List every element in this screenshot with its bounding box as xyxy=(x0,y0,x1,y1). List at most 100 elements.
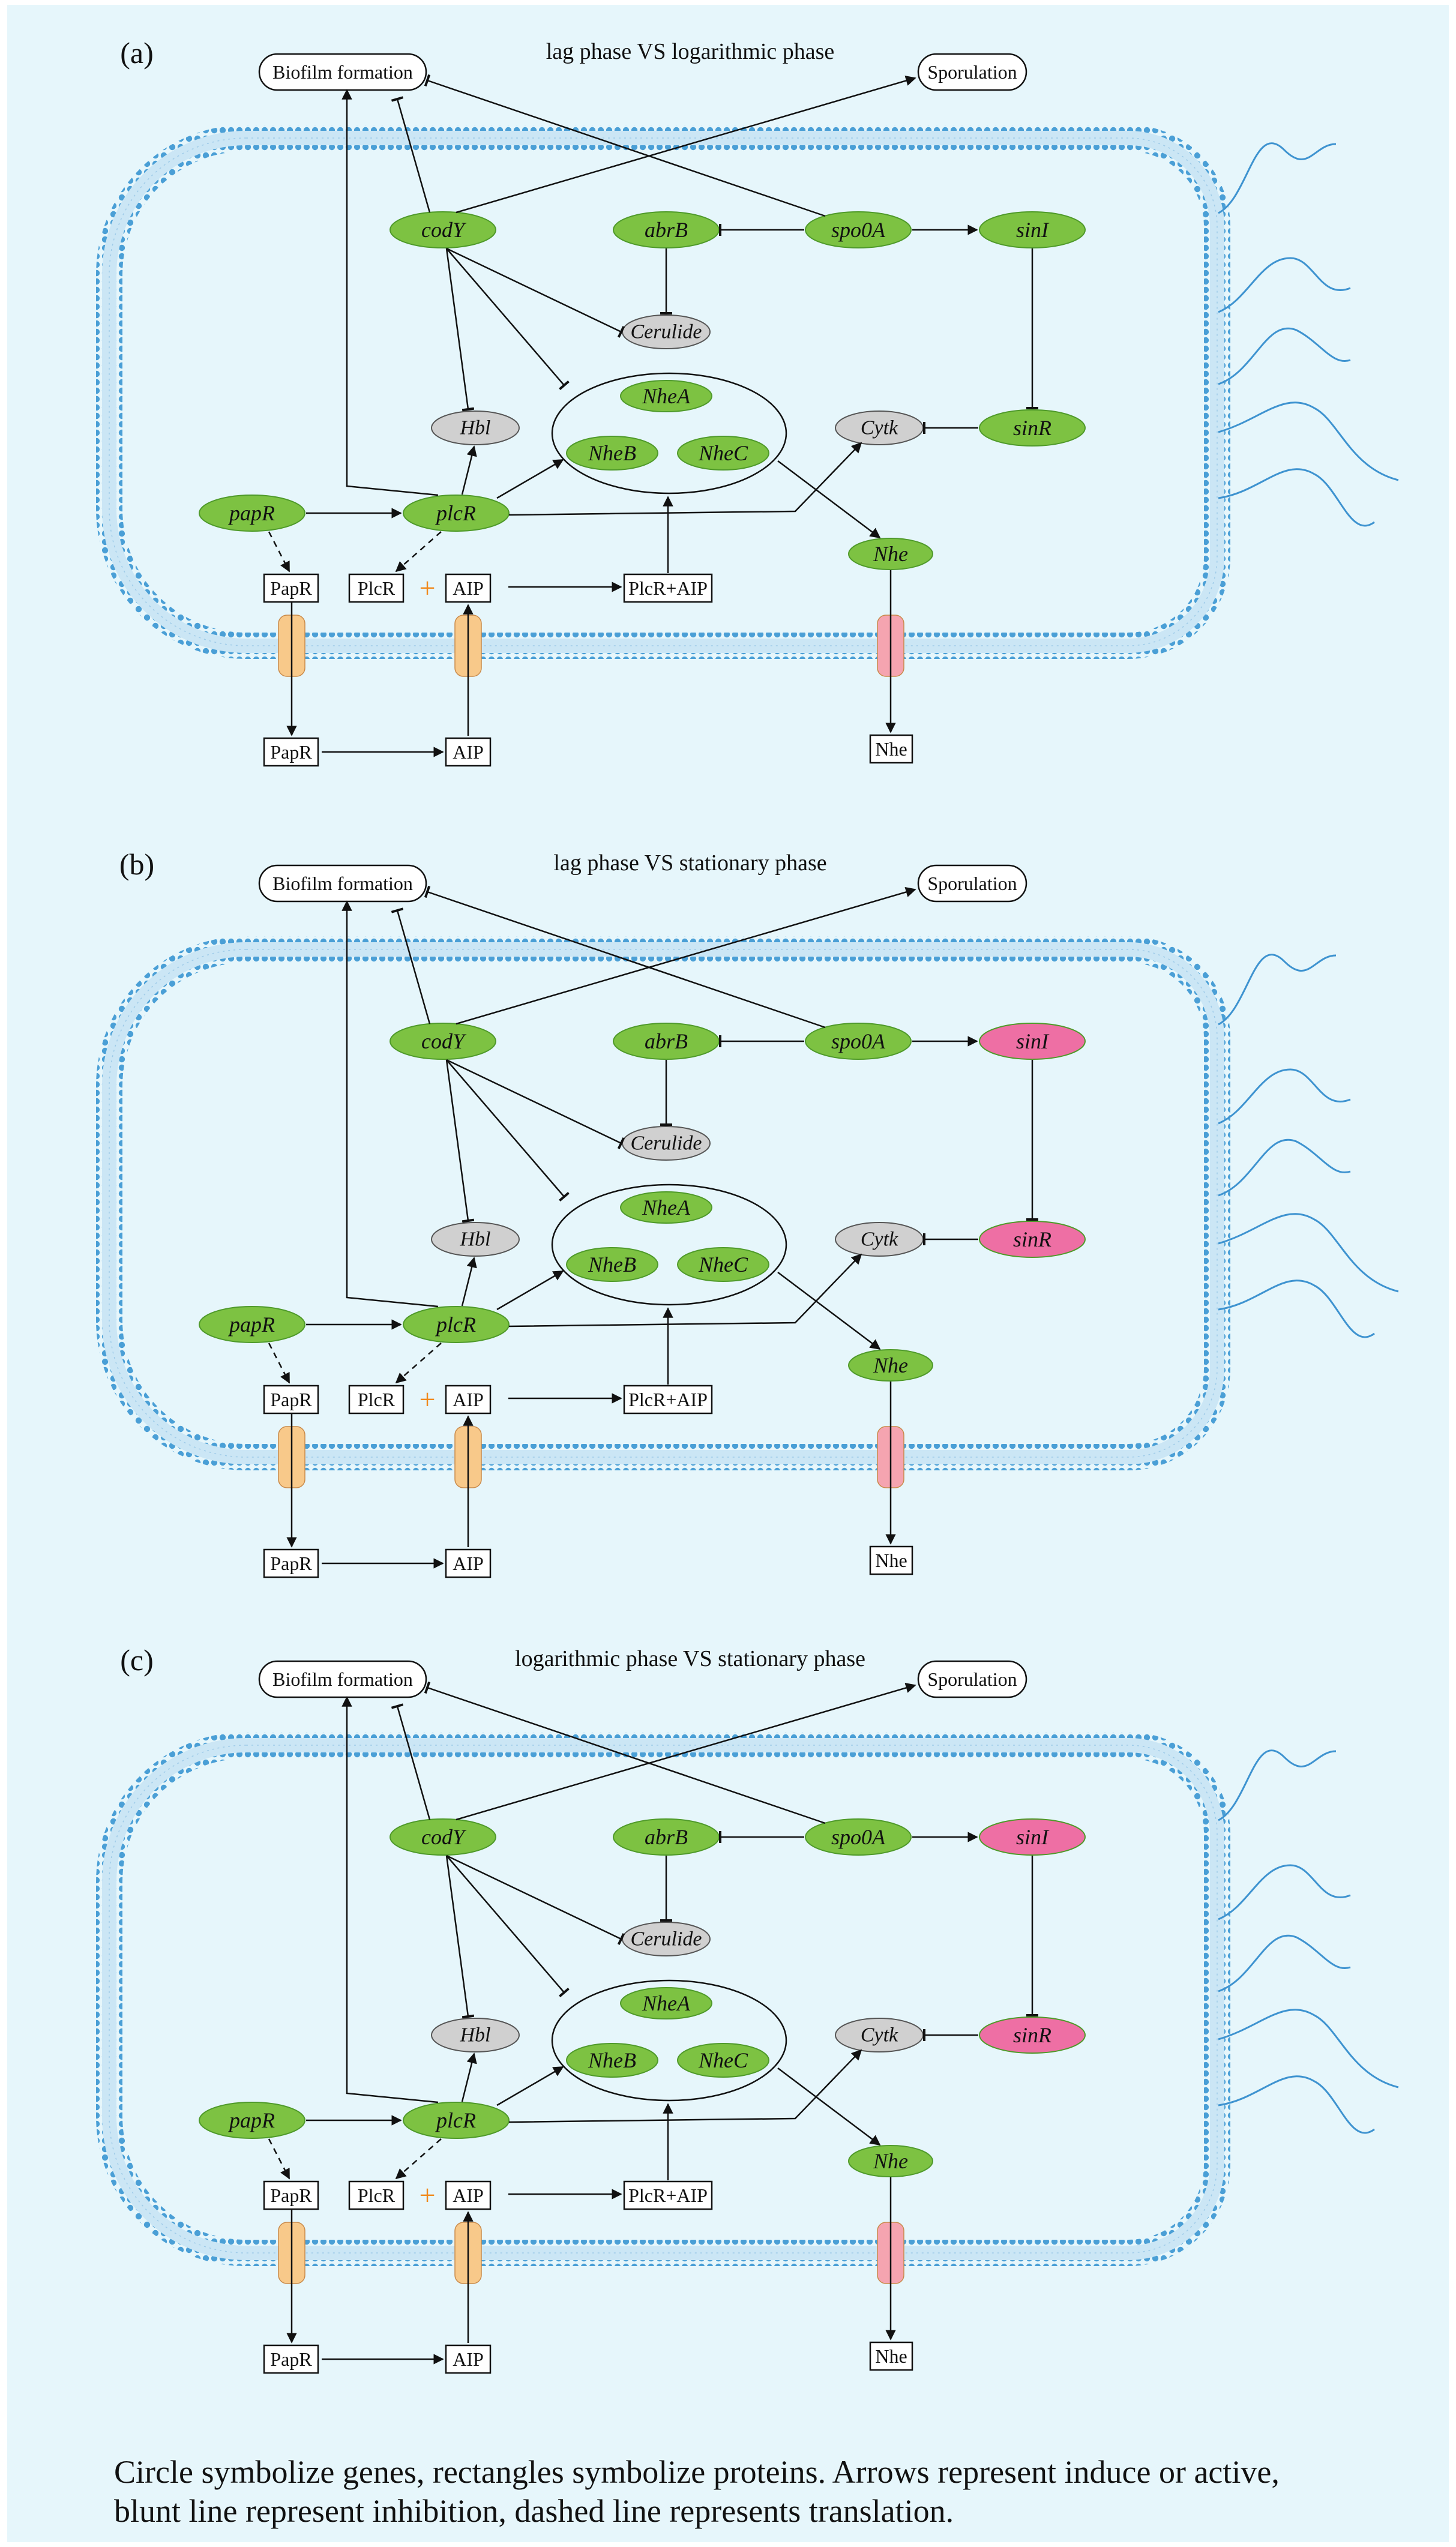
edge-plcR-to-biofilm xyxy=(341,1696,439,2103)
protein-AIP: AIP xyxy=(445,1385,492,1415)
cell-membrane-tails xyxy=(109,137,1218,646)
protein-Nhe-out-label: Nhe xyxy=(875,738,907,760)
flagellum-3 xyxy=(1218,1138,1351,1197)
gene-abrB-label: abrB xyxy=(645,1029,688,1053)
gene-codY: codY xyxy=(390,1023,496,1060)
plus-sign: + xyxy=(419,1384,435,1416)
gene-sinR-shape xyxy=(979,1221,1086,1258)
gene-plcR-label: plcR xyxy=(435,1313,476,1337)
edge-codY-inhibits-cerulide xyxy=(446,1854,625,1945)
protein-PapR-out-label: PapR xyxy=(270,741,312,763)
protein-Nhe-out: Nhe xyxy=(869,1545,913,1575)
edge-papR-translation xyxy=(268,2138,290,2180)
gene-spo0A: spo0A xyxy=(805,211,912,248)
protein-AIP-out-label: AIP xyxy=(453,741,484,763)
flagellum-2 xyxy=(1218,1864,1351,1920)
protein-PlcR: PlcR xyxy=(348,573,405,603)
edge-plcR-to-nhe-complex xyxy=(496,2066,564,2106)
gene-NheA-shape xyxy=(620,380,712,412)
gene-codY: codY xyxy=(390,211,496,248)
gene-papR-label: papR xyxy=(227,501,275,525)
gene-sinR-label: sinR xyxy=(1013,1227,1051,1251)
flagellum-5 xyxy=(1218,2075,1375,2134)
gene-NheC-shape xyxy=(677,2043,769,2078)
cytk: Cytk xyxy=(835,2018,924,2052)
edge-plcR-to-hbl xyxy=(461,2052,477,2102)
cytk-label: Cytk xyxy=(861,417,898,439)
gene-NheA-shape xyxy=(620,1987,712,2019)
cerulide-label: Cerulide xyxy=(631,1132,702,1155)
gene-NheB-shape xyxy=(566,436,658,471)
protein-PlcR-box xyxy=(348,573,405,603)
hbl-shape xyxy=(431,410,520,445)
nhe-complex-outline xyxy=(551,1183,787,1306)
gene-sinI: sinI xyxy=(979,211,1086,248)
flagellum-3 xyxy=(1218,1934,1351,1992)
gene-papR-shape xyxy=(199,495,305,532)
cerulide-label: Cerulide xyxy=(631,321,702,343)
nhe-complex-outline xyxy=(551,372,787,495)
sporulation-box-label: Sporulation xyxy=(927,1668,1017,1690)
gene-plcR-shape xyxy=(403,1306,510,1343)
protein-PapR-box xyxy=(263,2180,319,2210)
edge-plcR-to-cytk xyxy=(508,2049,862,2123)
gene-NheC: NheC xyxy=(677,436,769,471)
biofilm-formation-box: Biofilm formation xyxy=(258,1660,427,1698)
panel-c: (c)logarithmic phase VS stationary phase… xyxy=(96,1643,1399,2374)
flagellum-4 xyxy=(1218,401,1399,481)
flagellum-1 xyxy=(1218,142,1337,214)
gene-plcR-shape xyxy=(403,2102,510,2139)
gene-NheA: NheA xyxy=(620,380,712,412)
gene-papR: papR xyxy=(199,495,305,532)
gene-abrB: abrB xyxy=(613,211,720,248)
gene-Nhe: Nhe xyxy=(848,2145,933,2177)
protein-PlcR-label: PlcR xyxy=(358,2185,396,2206)
protein-PlcR-box xyxy=(348,2180,405,2210)
panel-title: lag phase VS logarithmic phase xyxy=(546,39,835,64)
cytk-label: Cytk xyxy=(861,2024,898,2046)
edge-codY-inhibits-nhe xyxy=(446,1855,570,1998)
gene-abrB: abrB xyxy=(613,1023,720,1060)
protein-PlcR-label: PlcR xyxy=(358,577,396,599)
protein-PapR-out-box xyxy=(263,1548,319,1578)
gene-Nhe: Nhe xyxy=(848,538,933,570)
protein-PapR-box xyxy=(263,1385,319,1415)
edge-codY-inhibits-biofilm xyxy=(391,907,431,1024)
flagellum-1 xyxy=(1218,1749,1337,1821)
panel-title: lag phase VS stationary phase xyxy=(553,850,826,876)
gene-sinI: sinI xyxy=(979,1023,1086,1060)
edge-plcR-to-nhe-complex xyxy=(496,1270,564,1311)
edge-codY-inhibits-biofilm xyxy=(391,1703,431,1820)
gene-Nhe-shape xyxy=(848,538,933,570)
sporulation-box-label: Sporulation xyxy=(927,61,1017,83)
cytk: Cytk xyxy=(835,410,924,445)
edge-nhe-complex-to-nhe xyxy=(777,2067,881,2146)
gene-NheC: NheC xyxy=(677,2043,769,2078)
protein-Nhe-out-label: Nhe xyxy=(875,2345,907,2367)
cerulide: Cerulide xyxy=(622,314,711,349)
biofilm-formation-box: Biofilm formation xyxy=(258,53,427,91)
gene-spo0A: spo0A xyxy=(805,1818,912,1856)
gene-plcR: plcR xyxy=(403,495,510,532)
panel-a: (a)lag phase VS logarithmic phaseBiofilm… xyxy=(96,36,1399,767)
gene-Nhe-label: Nhe xyxy=(873,542,908,566)
gene-papR-label: papR xyxy=(227,1313,275,1337)
gene-plcR-label: plcR xyxy=(435,501,476,525)
edge-spo0A-inhibits-biofilm xyxy=(424,74,826,217)
gene-Nhe-label: Nhe xyxy=(873,1353,908,1377)
gene-plcR-label: plcR xyxy=(435,2108,476,2132)
edge-plcR-to-nhe-complex xyxy=(496,459,564,499)
gene-abrB-label: abrB xyxy=(645,1825,688,1849)
protein-PlcR: PlcR xyxy=(348,2180,405,2210)
gene-NheB-label: NheB xyxy=(588,2048,636,2072)
protein-PapR-label: PapR xyxy=(270,2185,312,2206)
edge-papR-translation xyxy=(268,531,290,573)
protein-PapR-out: PapR xyxy=(263,2344,319,2374)
protein-AIP-label: AIP xyxy=(453,2185,484,2206)
protein-PlcR-AIP: PlcR+AIP xyxy=(623,1385,713,1415)
gene-Nhe-shape xyxy=(848,2145,933,2177)
nhe-complex-outline xyxy=(551,1979,787,2102)
gene-sinI-label: sinI xyxy=(1016,218,1050,242)
gene-codY-shape xyxy=(390,1023,496,1060)
